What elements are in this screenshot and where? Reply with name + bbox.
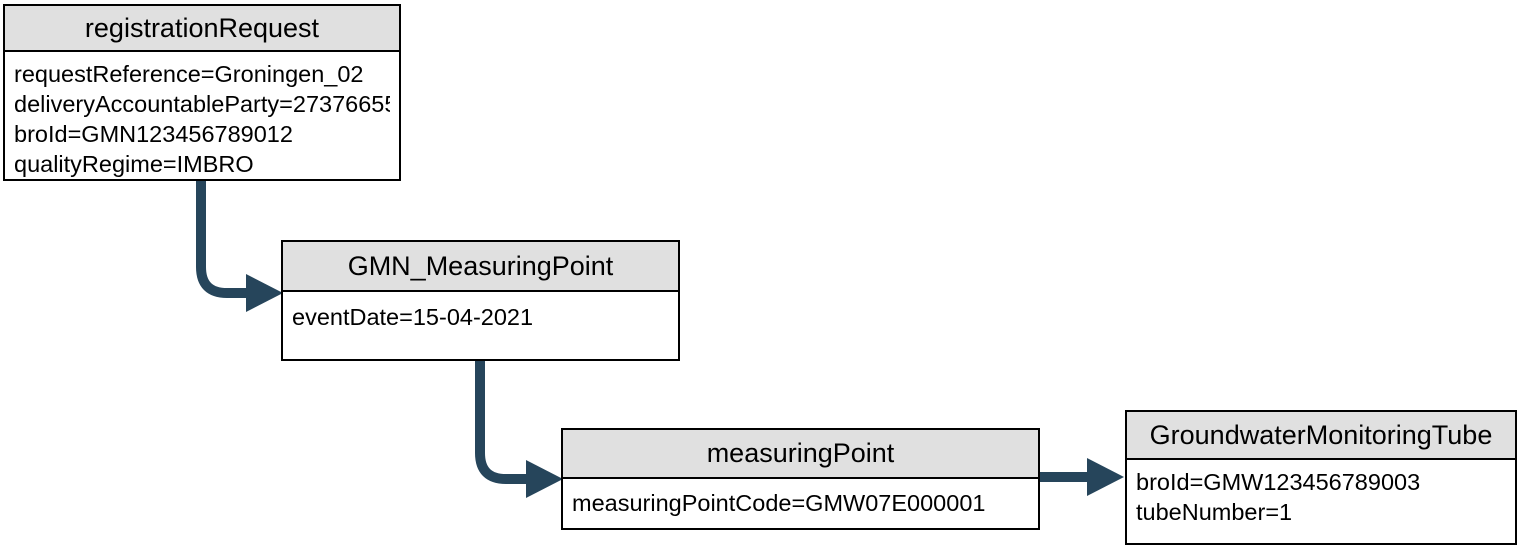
node-GMN_MeasuringPoint: GMN_MeasuringPoint eventDate=15-04-2021 — [281, 240, 680, 361]
node-registrationRequest: registrationRequest requestReference=Gro… — [3, 4, 401, 181]
attribute-eventDate: eventDate=15-04-2021 — [292, 304, 534, 330]
node-registrationRequest-title: registrationRequest — [5, 6, 399, 52]
node-measuringPoint-attributes: measuringPointCode=GMW07E000001 — [563, 479, 1038, 518]
node-measuringPoint: measuringPoint measuringPointCode=GMW07E… — [561, 428, 1040, 530]
node-GroundwaterMonitoringTube: GroundwaterMonitoringTube broId=GMW12345… — [1125, 410, 1517, 545]
arrowhead-icon — [526, 460, 563, 498]
attribute-broId: broId=GMN123456789012 — [14, 121, 293, 147]
arrowhead-icon — [1087, 458, 1124, 496]
node-measuringPoint-title: measuringPoint — [563, 430, 1038, 479]
attribute-deliveryAccountableParty: deliveryAccountableParty=27376655 — [14, 91, 390, 117]
arrow-registrationRequest-to-GMN_MeasuringPoint — [196, 180, 283, 312]
node-GroundwaterMonitoringTube-attributes: broId=GMW123456789003 tubeNumber=1 — [1127, 460, 1515, 527]
attribute-measuringPointCode: measuringPointCode=GMW07E000001 — [572, 490, 986, 516]
arrow-measuringPoint-to-GroundwaterMonitoringTube — [1040, 458, 1124, 496]
attribute-requestReference: requestReference=Groningen_02 — [14, 61, 364, 87]
node-GMN_MeasuringPoint-attributes: eventDate=15-04-2021 — [283, 292, 678, 332]
node-GroundwaterMonitoringTube-title: GroundwaterMonitoringTube — [1127, 412, 1515, 460]
arrow-GMN_MeasuringPoint-to-measuringPoint — [475, 360, 563, 498]
attribute-tubeNumber: tubeNumber=1 — [1136, 499, 1293, 525]
node-GMN_MeasuringPoint-title: GMN_MeasuringPoint — [283, 242, 678, 292]
arrowhead-icon — [246, 274, 283, 312]
node-registrationRequest-attributes: requestReference=Groningen_02 deliveryAc… — [5, 52, 399, 179]
attribute-qualityRegime: qualityRegime=IMBRO — [14, 151, 254, 177]
attribute-broId: broId=GMW123456789003 — [1136, 469, 1421, 495]
